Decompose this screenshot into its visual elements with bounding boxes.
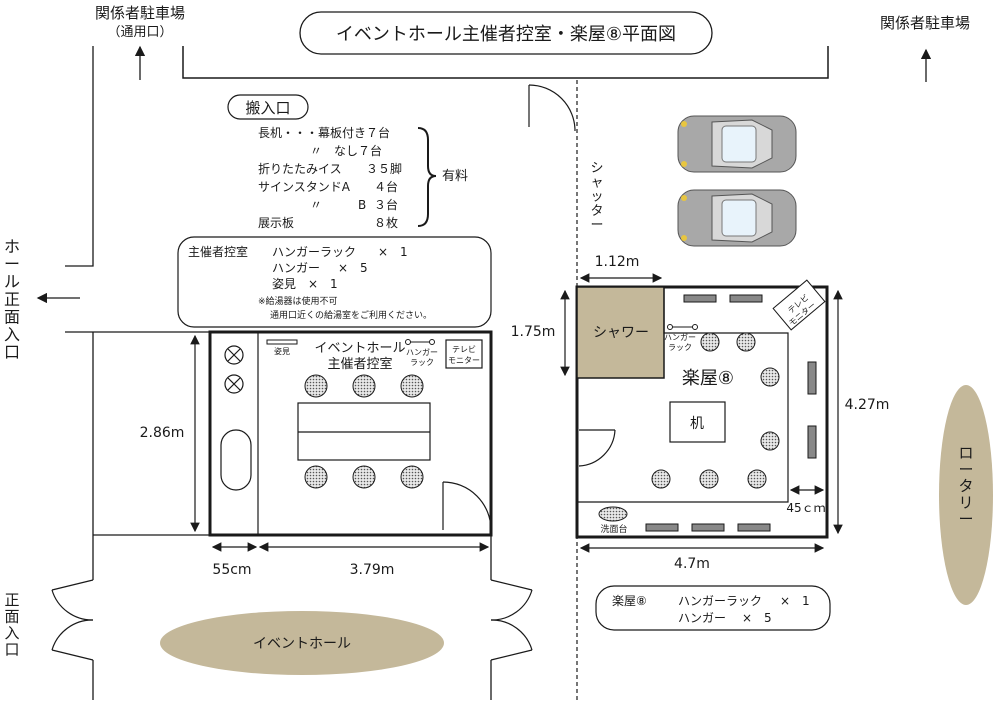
info-room: 主催者控室 [188, 244, 248, 259]
desk-label: 机 [690, 416, 704, 432]
north-wall [182, 46, 829, 79]
dim-label: 2.86m [140, 425, 185, 441]
dim-label: 4.7m [674, 556, 710, 572]
dim-label: 4.27m [845, 397, 890, 413]
bathtub-icon [220, 429, 252, 491]
info-note: 通用口近くの給湯室をご利用ください。 [270, 309, 432, 321]
dim-label: 1.12m [595, 254, 640, 270]
green-room-title: 楽屋⑧ [682, 368, 734, 389]
parking-right-label: 関係者駐車場 [880, 14, 970, 32]
dim-label: 3.79m [350, 562, 395, 578]
corridor-wall [65, 46, 94, 267]
counter-icon [645, 523, 679, 532]
title-box: イベントホール主催者控室・楽屋⑧平面図 [299, 11, 713, 55]
counter-icon [807, 361, 817, 395]
organizer-room: 姿見 イベントホール 主催者控室 ハンガー ラック テレビ モニター [208, 330, 493, 537]
counter-icon [807, 425, 817, 459]
info-note: ※給湯器は使用不可 [258, 295, 338, 307]
washbasin-icon [598, 506, 628, 522]
counter-icon [691, 523, 725, 532]
shower-label: シャワー [593, 325, 649, 341]
event-hall-label: イベントホール [253, 636, 351, 652]
door-icon [528, 84, 576, 132]
page-title: イベントホール主催者控室・楽屋⑧平面図 [336, 24, 676, 45]
organizer-room-title: 主催者控室 [327, 356, 392, 372]
list-item: 〃 B [310, 198, 366, 212]
info-qty: × 1 [780, 594, 810, 608]
loading-label: 搬入口 [245, 99, 290, 117]
fee-label: 有料 [442, 169, 468, 184]
organizer-room-title: イベントホール [314, 341, 405, 356]
organizer-info-box: 主催者控室 ハンガーラック × 1 ハンガー × 5 姿見 × 1 ※給湯器は使… [177, 236, 492, 328]
washbasin-label: 洗面台 [600, 523, 627, 535]
parking-left-label: 関係者駐車場 [95, 4, 185, 22]
car-icon [677, 189, 797, 247]
hanger-rack-label: ラック [668, 343, 692, 352]
info-item: ハンガー [272, 261, 320, 275]
info-qty: × 5 [338, 261, 368, 275]
rotary [939, 385, 993, 605]
info-item: ハンガーラック [678, 594, 762, 608]
dim-label: 1.75m [511, 324, 556, 340]
mirror-label: 姿見 [274, 346, 290, 356]
shutter-label: シャッター [590, 161, 603, 233]
door-icon [442, 481, 492, 531]
list-item: サインスタンドA [258, 180, 351, 194]
hanger-rack-label: ラック [410, 358, 434, 367]
hanger-rack-icon [667, 324, 698, 330]
brace-icon [417, 127, 437, 227]
list-item-qty: ４台 [374, 179, 398, 194]
counter-icon [737, 523, 771, 532]
mirror-icon [266, 339, 298, 345]
tv-monitor-icon [772, 279, 826, 331]
desk-icon [669, 401, 726, 443]
hall-front-entrance-label: ホール正面入口 [4, 237, 20, 362]
chair-icon [304, 374, 424, 489]
loading-badge [227, 94, 309, 120]
counter-icon [683, 294, 717, 303]
chair-icon [651, 332, 780, 489]
info-item: 姿見 [272, 277, 296, 291]
list-item-qty: ３５脚 [366, 161, 402, 176]
event-hall [160, 611, 444, 675]
info-room: 楽屋⑧ [612, 594, 647, 608]
double-door-right [490, 579, 533, 661]
dim-label: 55cm [212, 562, 251, 578]
list-item-qty: ３台 [374, 197, 398, 212]
door-icon [578, 429, 616, 467]
parking-left-sub: （通用口） [107, 25, 172, 40]
hanger-rack-label: ハンガー [664, 332, 696, 342]
tv-monitor-icon [445, 339, 483, 369]
list-item: 展示板 [258, 216, 294, 230]
list-item: 〃 なし７台 [310, 143, 382, 158]
info-qty: × 1 [378, 245, 408, 259]
dim-label: 45ｃｍ [786, 501, 825, 515]
hall-front-entrance: ホール正面入口 [4, 237, 20, 362]
loading-items: 長机・・・幕板付き７台 〃 なし７台 折りたたみイス ３５脚 サインスタンドA … [258, 125, 402, 230]
info-item: ハンガー [678, 611, 726, 625]
hanger-rack-label: ハンガー [406, 347, 438, 357]
info-item: ハンガーラック [272, 245, 356, 259]
car-icon [677, 115, 797, 173]
green-room: シャワー テレビ モニター ハンガー ラック 楽屋⑧ 机 洗面台 [575, 279, 829, 539]
shower-area [576, 286, 665, 379]
rotary-label: ロータリー [958, 444, 973, 528]
green-info-box: 楽屋⑧ ハンガーラック × 1 ハンガー × 5 [595, 585, 831, 631]
list-item-qty: ８枚 [374, 215, 398, 230]
list-item: 長机・・・幕板付き７台 [258, 125, 390, 140]
hanger-rack-icon [405, 339, 435, 345]
info-qty: × 5 [742, 611, 772, 625]
counter-icon [729, 294, 763, 303]
list-item: 折りたたみイス [258, 161, 342, 176]
sink-icon [224, 345, 244, 394]
tv-label: モニター [448, 356, 480, 365]
double-door-left [51, 579, 94, 661]
info-qty: × 1 [308, 277, 338, 291]
tv-label: テレビ [452, 345, 476, 354]
front-entrance-label: 正面入口 [4, 591, 19, 659]
